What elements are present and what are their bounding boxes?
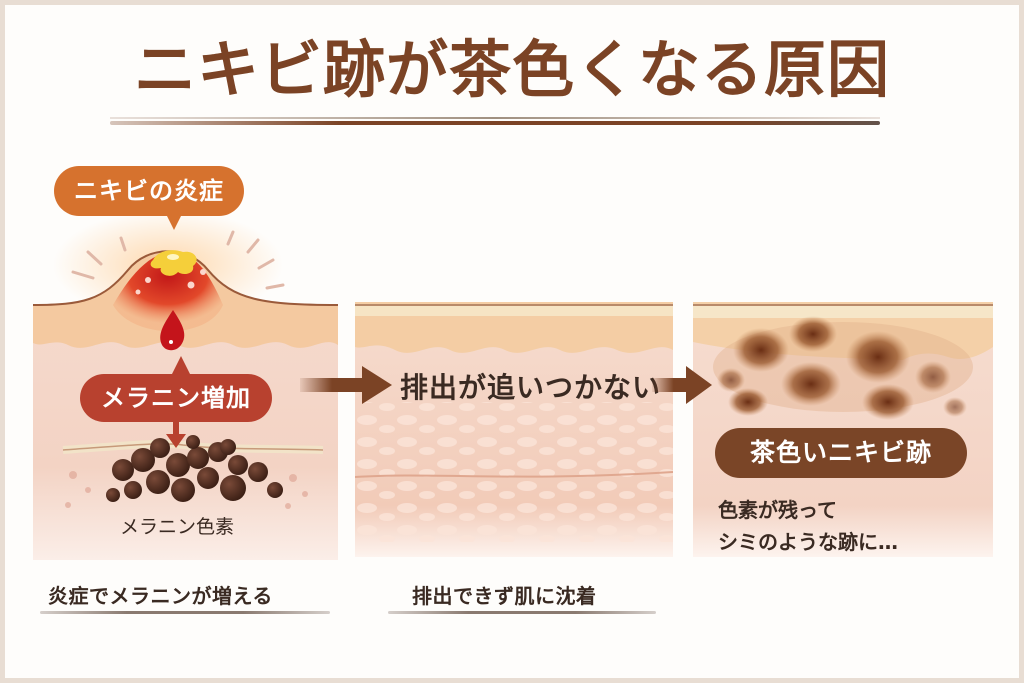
- page-title: ニキビ跡が茶色くなる原因: [133, 33, 890, 106]
- inflammation-bubble: ニキビの炎症: [54, 166, 244, 230]
- arrow-up-icon: [172, 356, 190, 374]
- description-line-2: シミのような跡に…: [718, 530, 898, 554]
- brown-scar-description: 色素が残って シミのような跡に…: [718, 494, 898, 558]
- melanin-increase-bubble: メラニン増加: [80, 374, 272, 422]
- excretion-lag-label: 排出が追いつかない: [400, 371, 662, 404]
- caption-step-2: 排出できず肌に沈着: [412, 584, 597, 608]
- panel-excretion: [355, 302, 673, 557]
- description-line-1: 色素が残って: [718, 498, 837, 522]
- melanin-pigment-label: メラニン色素: [120, 516, 235, 538]
- brown-scar-bubble: 茶色いニキビ跡: [715, 428, 967, 478]
- title-underline: [110, 117, 880, 119]
- caption-underline: [40, 611, 330, 614]
- skin-layers-illustration: [355, 302, 673, 557]
- caption-underline: [388, 611, 656, 614]
- title-underline-accent: [110, 121, 880, 125]
- caption-step-1: 炎症でメラニンが増える: [48, 584, 273, 608]
- arrow-right-icon: [652, 366, 712, 404]
- arrow-down-icon: [166, 420, 186, 448]
- arrow-right-icon: [300, 366, 392, 404]
